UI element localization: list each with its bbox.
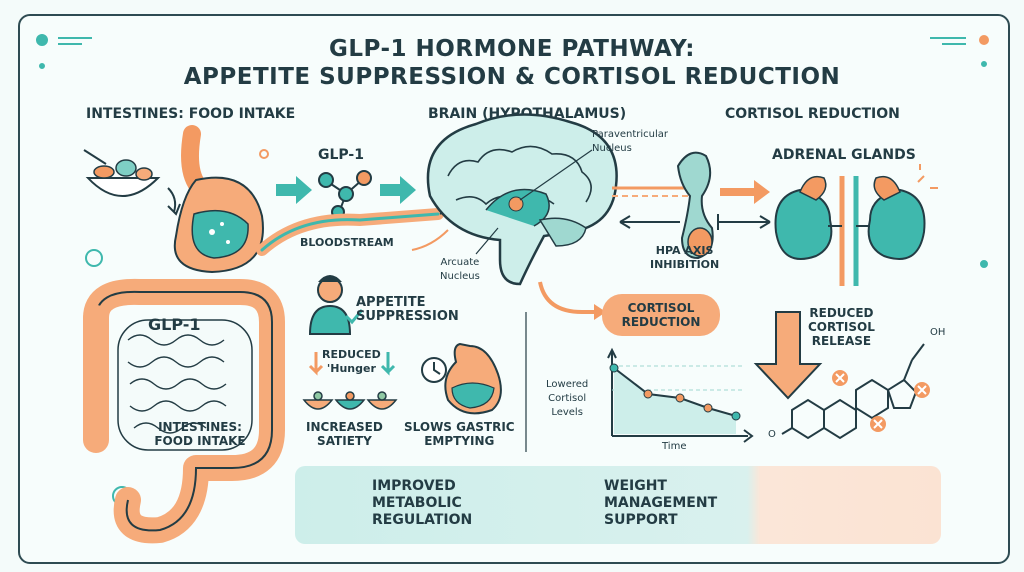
cortisol-molecule-icon [781, 343, 930, 440]
glp1-label-intestine: GLP-1 [148, 315, 201, 334]
cortisol-reduction-pill: CORTISOL REDUCTION [602, 294, 720, 336]
title-line-2: APPETITE SUPPRESSION & CORTISOL REDUCTIO… [183, 64, 841, 90]
intestines-header: INTESTINES: FOOD INTAKE [86, 106, 296, 122]
adrenal-glands-label: ADRENAL GLANDS [772, 147, 916, 163]
bloodstream-label: BLOODSTREAM [300, 236, 394, 249]
food-bowl-icon [83, 149, 181, 216]
person-icon [308, 275, 364, 335]
satiety-bowls-icon [302, 391, 398, 410]
reduced-cortisol-release-label: REDUCED CORTISOL RELEASE [808, 306, 875, 348]
arcuate-label: Arcuate Nucleus [440, 257, 480, 282]
intestines-icon [83, 278, 285, 544]
metabolic-benefit-label: IMPROVED METABOLIC REGULATION [372, 478, 473, 528]
reduced-hunger-label: REDUCED 'Hunger [322, 348, 381, 375]
reduction-down-arrow [753, 311, 823, 400]
brain-icon [426, 113, 618, 286]
decorative-marks [36, 34, 989, 506]
cortisol-reduction-pill-text: CORTISOL REDUCTION [621, 301, 701, 329]
paraventricular-label: Paraventricular Nucleus [592, 129, 669, 154]
o-label: O [768, 429, 776, 440]
intestines-bottom-label: INTESTINES: FOOD INTAKE [154, 420, 246, 448]
title-line-1: GLP-1 HORMONE PATHWAY: [329, 36, 695, 62]
hunger-down-arrows [308, 352, 396, 376]
glp1-molecule-icon [318, 170, 372, 219]
adrenal-glands-icon [774, 164, 938, 286]
stomach-icon [173, 125, 264, 274]
cortisol-arrow [538, 281, 598, 314]
increased-satiety-label: INCREASED SATIETY [306, 420, 383, 448]
appetite-suppression-label: APPETITE SUPPRESSION [356, 295, 459, 324]
cortisol-chart [607, 347, 754, 443]
oh-label: OH [930, 327, 946, 338]
glp1-label-top: GLP-1 [318, 147, 364, 163]
glp1-flow-arrows [276, 176, 416, 204]
slows-gastric-label: SLOWS GASTRIC EMPTYING [404, 420, 515, 448]
clock-stomach-icon [421, 342, 502, 415]
cortisol-header: CORTISOL REDUCTION [725, 106, 900, 122]
pituitary-icon [676, 151, 714, 260]
benefits-bar [295, 466, 941, 544]
lowered-cortisol-label: Lowered Cortisol Levels [546, 379, 589, 418]
weight-benefit-label: WEIGHT MANAGEMENT SUPPORT [604, 478, 718, 528]
hpa-axis-label: HPA AXIS INHIBITION [650, 244, 720, 271]
time-axis-label: Time [662, 441, 687, 452]
